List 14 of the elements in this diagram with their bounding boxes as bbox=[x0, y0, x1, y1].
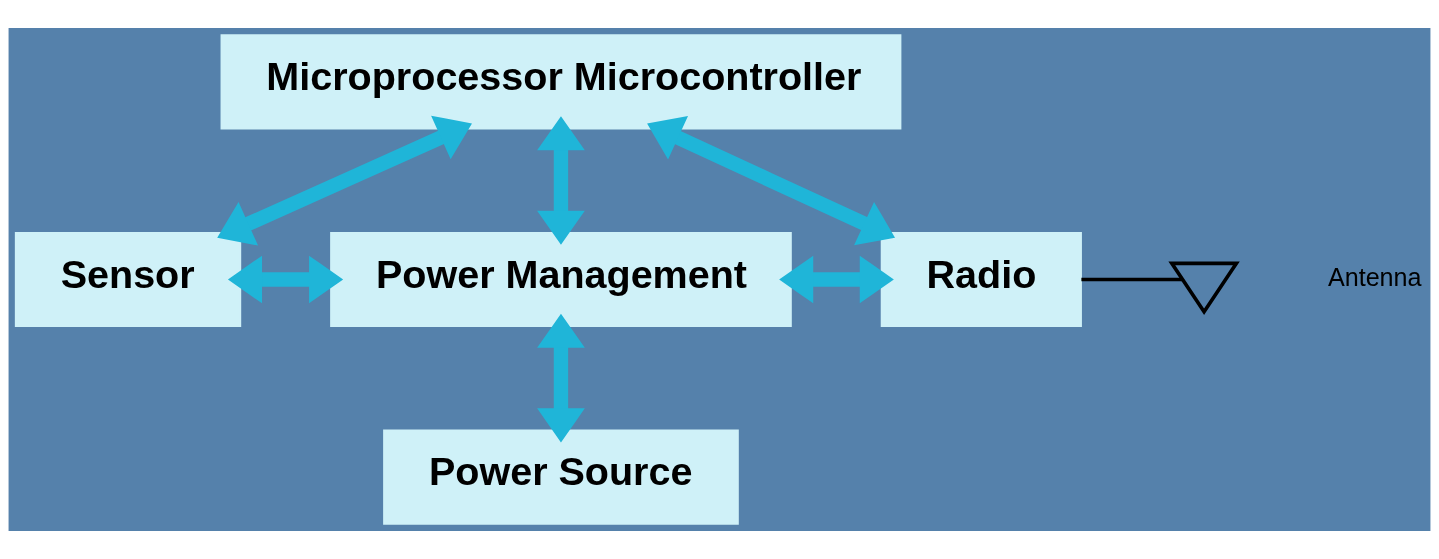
node-antenna bbox=[1168, 261, 1240, 316]
arrow bbox=[779, 255, 894, 304]
node-box: Radio bbox=[880, 231, 1082, 328]
node-box: Power Management bbox=[330, 231, 792, 328]
node-label: Antenna bbox=[1327, 263, 1422, 292]
connector bbox=[1081, 277, 1183, 282]
arrow bbox=[537, 313, 585, 443]
arrow bbox=[217, 115, 472, 246]
arrow bbox=[537, 116, 585, 245]
arrow bbox=[227, 255, 344, 304]
node-box: Power Source bbox=[383, 429, 739, 525]
node-box: Microprocessor Microcontroller bbox=[220, 34, 902, 130]
node-box: Sensor bbox=[14, 231, 242, 328]
arrow bbox=[647, 116, 895, 246]
